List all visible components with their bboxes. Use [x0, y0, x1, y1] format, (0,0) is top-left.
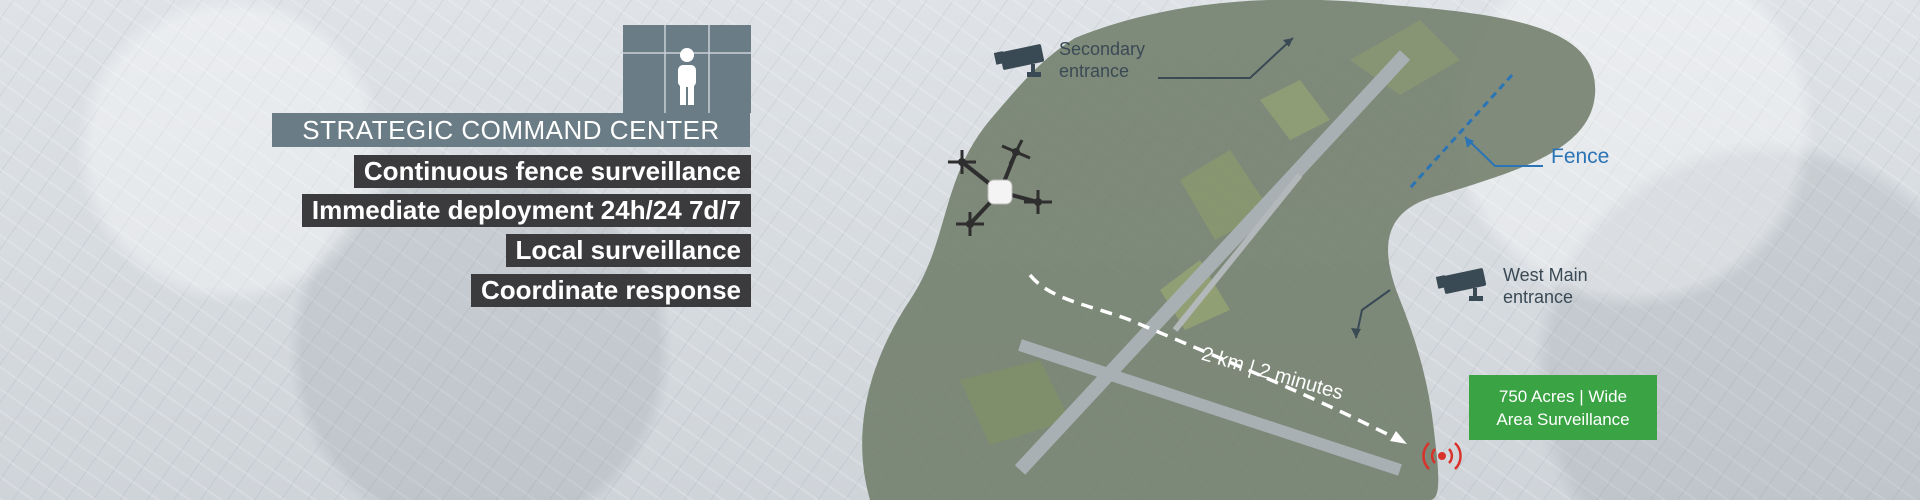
- arrowhead: [1390, 431, 1407, 444]
- arrowhead: [1465, 137, 1474, 148]
- fence-line: [1408, 73, 1514, 190]
- runway-cross: [1018, 339, 1402, 476]
- field-patch: [1260, 80, 1330, 140]
- camera-icon: [993, 44, 1053, 85]
- taxiway: [1172, 173, 1303, 332]
- secondary-entrance-pointer: [1158, 37, 1294, 79]
- alarm-signal-icon: [1420, 434, 1464, 483]
- field-patch: [1160, 260, 1230, 330]
- field-patch: [960, 360, 1070, 445]
- fence-pointer: [1464, 136, 1543, 167]
- arrowhead: [1283, 38, 1293, 47]
- area-surveillance-badge: 750 Acres | Wide Area Surveillance: [1469, 375, 1657, 440]
- capability-local-surveillance: Local surveillance: [505, 234, 751, 267]
- west-entrance-label: West Main entrance: [1503, 265, 1588, 307]
- capability-immediate-deployment: Immediate deployment 24h/24 7d/7: [301, 194, 751, 227]
- capability-coordinate-response: Coordinate response: [470, 274, 751, 307]
- command-center-title: STRATEGIC COMMAND CENTER: [272, 113, 750, 147]
- fence-label: Fence: [1551, 145, 1610, 168]
- drone-icon: [940, 132, 1060, 257]
- arrowhead: [1351, 328, 1361, 338]
- west-entrance-pointer: [1355, 289, 1391, 339]
- camera-icon: [1435, 268, 1495, 309]
- capability-fence-surveillance: Continuous fence surveillance: [353, 155, 751, 188]
- runway-main: [1014, 50, 1411, 475]
- drone-flight-path: [1028, 273, 1396, 440]
- person-icon: [623, 25, 751, 118]
- secondary-entrance-label: Secondary entrance: [1059, 39, 1146, 81]
